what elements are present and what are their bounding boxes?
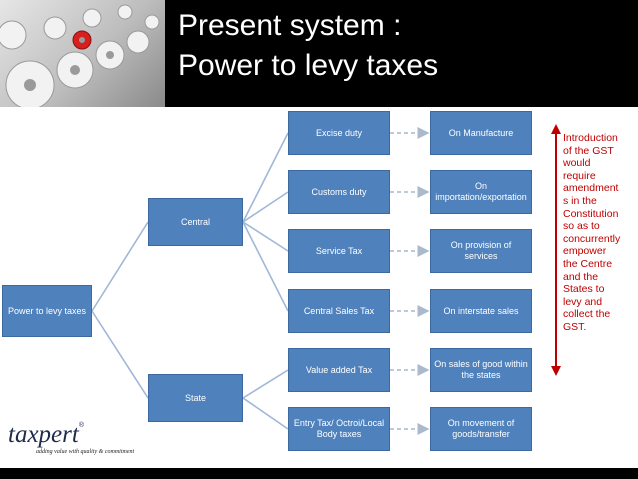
logo-tagline: adding value with quality & commitment: [36, 449, 135, 455]
tax-box-service: Service Tax: [288, 229, 390, 273]
basis-box-services: On provision of services: [430, 229, 532, 273]
gst-note: Introduction of the GST would require am…: [563, 132, 621, 333]
logo-word: taxpert: [8, 421, 79, 448]
bottom-bar: [0, 468, 638, 479]
state-to-entry-line: [242, 397, 289, 430]
logo-registered-mark: ®: [78, 422, 84, 429]
state-to-vat-line: [242, 369, 289, 399]
central-box: Central: [148, 198, 243, 246]
tax-box-customs: Customs duty: [288, 170, 390, 214]
basis-box-importation: On importation/exportation: [430, 170, 532, 214]
dashed-arrows: [390, 127, 430, 435]
note-double-arrow: [551, 124, 561, 376]
central-to-service-line: [242, 221, 289, 252]
basis-box-sales-within: On sales of good within the states: [430, 348, 532, 392]
root-to-central-line: [91, 221, 149, 312]
central-to-customs-line: [242, 191, 289, 223]
title-line-2: Power to levy taxes: [178, 49, 439, 82]
central-to-cst-line: [242, 221, 289, 312]
tax-box-excise: Excise duty: [288, 111, 390, 155]
tax-box-entry: Entry Tax/ Octroi/Local Body taxes: [288, 407, 390, 451]
central-to-excise-line: [242, 132, 289, 223]
gears-image: [0, 0, 165, 107]
root-box: Power to levy taxes: [2, 285, 92, 337]
state-box: State: [148, 374, 243, 422]
basis-box-movement: On movement of goods/transfer: [430, 407, 532, 451]
tax-box-vat: Value added Tax: [288, 348, 390, 392]
tax-box-cst: Central Sales Tax: [288, 289, 390, 333]
title-line-1: Present system :: [178, 9, 402, 42]
basis-box-manufacture: On Manufacture: [430, 111, 532, 155]
taxpert-logo: taxpert® adding value with quality & com…: [8, 421, 134, 456]
root-to-state-line: [91, 310, 149, 399]
connector-lines: [91, 132, 289, 430]
basis-box-interstate: On interstate sales: [430, 289, 532, 333]
slide-title: Present system : Power to levy taxes: [178, 6, 438, 86]
